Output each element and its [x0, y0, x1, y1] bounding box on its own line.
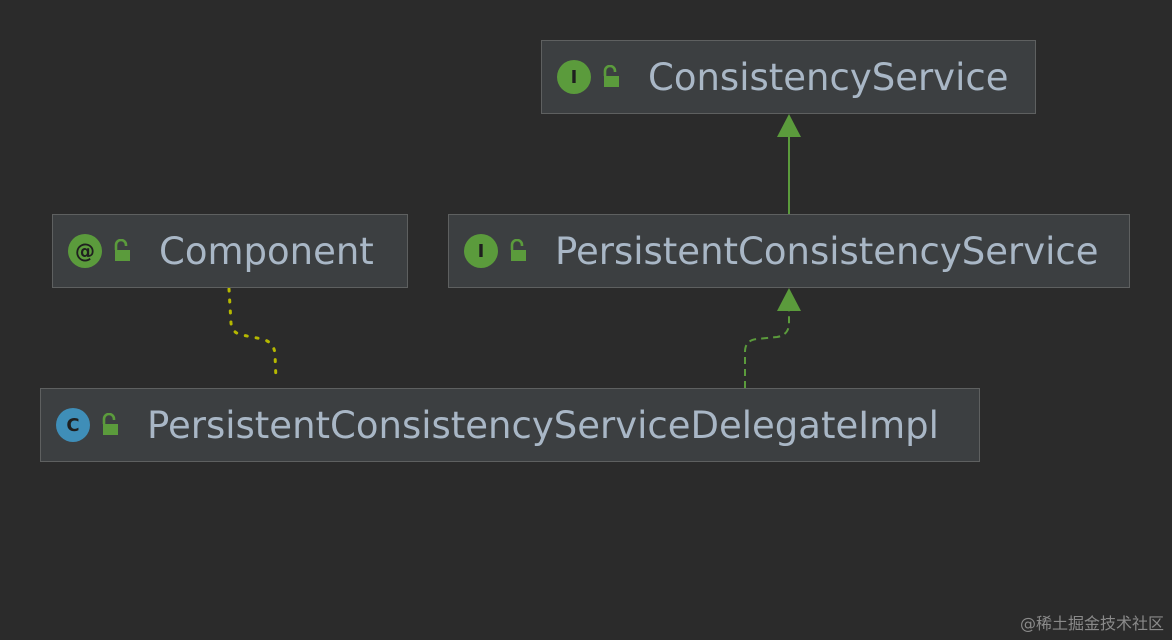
- node-delegate-impl[interactable]: C PersistentConsistencyServiceDelegateIm…: [40, 388, 980, 462]
- interface-icon: I: [464, 234, 498, 268]
- node-consistency-service[interactable]: I ConsistencyService: [541, 40, 1036, 114]
- unlocked-padlock-icon: [114, 239, 130, 261]
- watermark: @稀土掘金技术社区: [1019, 614, 1164, 633]
- node-label: PersistentConsistencyService: [555, 229, 1099, 273]
- unlocked-padlock-icon: [603, 65, 619, 87]
- node-component[interactable]: @ Component: [52, 214, 408, 288]
- class-icon: C: [56, 408, 90, 442]
- annotation-edge-line: [227, 287, 278, 382]
- unlocked-padlock-icon: [510, 239, 526, 261]
- interface-icon: I: [557, 60, 591, 94]
- node-label: Component: [159, 229, 374, 273]
- implements-arrowhead: [777, 288, 801, 311]
- unlocked-padlock-icon: [102, 413, 118, 435]
- annotation-icon: @: [68, 234, 102, 268]
- node-label: PersistentConsistencyServiceDelegateImpl: [147, 403, 939, 447]
- extends-arrowhead: [777, 114, 801, 137]
- implements-edge-line: [744, 310, 790, 388]
- node-label: ConsistencyService: [648, 55, 1009, 99]
- node-persistent-consistency-service[interactable]: I PersistentConsistencyService: [448, 214, 1130, 288]
